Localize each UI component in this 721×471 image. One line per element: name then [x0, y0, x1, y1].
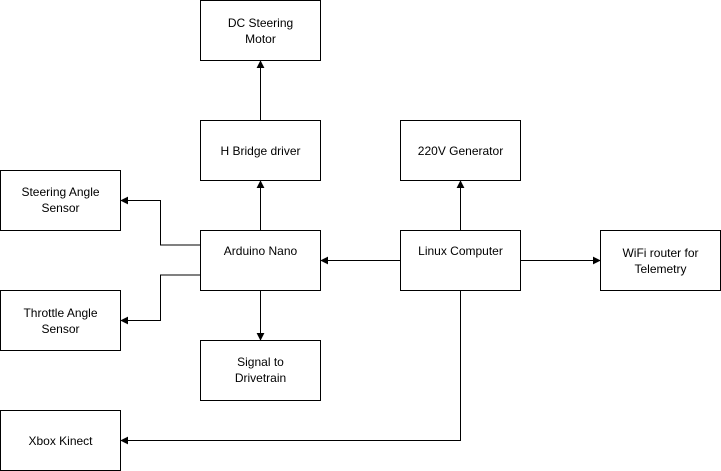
connectors	[120, 60, 601, 445]
node-steering-angle-sensor[interactable]: Steering Angle Sensor	[0, 170, 121, 231]
node-label-line: Steering Angle	[21, 185, 99, 199]
node-label-line: Motor	[245, 32, 276, 46]
arrow-arduino-to-steer-sensor	[120, 196, 201, 246]
arrow-linux-to-kinect	[120, 290, 461, 445]
node-arduino-nano[interactable]: Arduino Nano	[200, 230, 321, 291]
node-220v-generator[interactable]: 220V Generator	[400, 120, 521, 181]
node-label-line: H Bridge driver	[220, 144, 300, 158]
node-label-line: Sensor	[41, 201, 79, 215]
node-label-line: Xbox Kinect	[28, 434, 93, 448]
node-dc-steering-motor[interactable]: DC Steering Motor	[200, 0, 321, 61]
node-label-line: Throttle Angle	[23, 306, 97, 320]
node-label-line: Arduino Nano	[224, 244, 298, 258]
node-wifi-router[interactable]: WiFi router for Telemetry	[600, 230, 721, 291]
node-h-bridge-driver[interactable]: H Bridge driver	[200, 120, 321, 181]
node-label-line: Drivetrain	[235, 371, 286, 385]
node-label-line: WiFi router for	[622, 246, 698, 260]
node-label-line: 220V Generator	[418, 144, 503, 158]
node-label-line: Telemetry	[634, 262, 686, 276]
node-label-line: Linux Computer	[418, 244, 503, 258]
node-label-line: DC Steering	[228, 16, 293, 30]
node-label-line: Sensor	[41, 322, 79, 336]
arrow-arduino-to-throttle-sensor	[120, 274, 201, 325]
node-linux-computer[interactable]: Linux Computer	[400, 230, 521, 291]
node-signal-to-drivetrain[interactable]: Signal to Drivetrain	[200, 340, 321, 401]
node-xbox-kinect[interactable]: Xbox Kinect	[0, 410, 121, 471]
node-label-line: Signal to	[237, 355, 284, 369]
node-throttle-angle-sensor[interactable]: Throttle Angle Sensor	[0, 290, 121, 351]
